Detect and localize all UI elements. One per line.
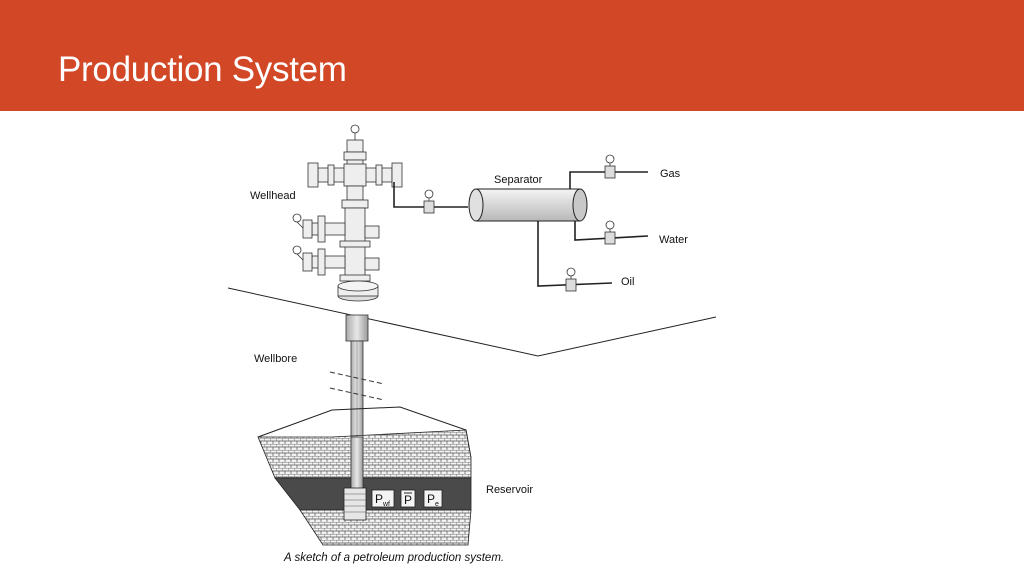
svg-text:P: P xyxy=(375,492,383,506)
oil-valve xyxy=(565,267,577,292)
label-wellbore: Wellbore xyxy=(254,353,297,365)
svg-text:P: P xyxy=(427,492,435,506)
pressure-box-pbar: P xyxy=(400,489,416,508)
label-gas: Gas xyxy=(660,168,681,180)
flowline xyxy=(393,182,468,208)
slide-title: Production System xyxy=(58,50,347,89)
label-wellhead: Wellhead xyxy=(250,190,296,202)
label-separator: Separator xyxy=(494,174,543,186)
svg-text:wf: wf xyxy=(382,501,390,508)
pressure-box-pe: P e xyxy=(423,489,443,508)
label-reservoir: Reservoir xyxy=(486,484,533,496)
title-bar xyxy=(0,0,1024,111)
outlet-lines xyxy=(537,171,649,287)
figure-caption: A sketch of a petroleum production syste… xyxy=(283,552,504,564)
flowline-valve xyxy=(423,189,435,214)
ground-surface xyxy=(227,287,717,357)
label-water: Water xyxy=(659,234,688,246)
pressure-box-pwf: P wf xyxy=(371,489,395,508)
label-oil: Oil xyxy=(621,276,634,288)
reservoir-block xyxy=(257,406,472,546)
wellbore-break-marks xyxy=(329,371,385,401)
wellhead-tree xyxy=(292,124,403,302)
svg-text:P: P xyxy=(404,493,412,507)
water-valve xyxy=(604,220,616,245)
svg-text:e: e xyxy=(435,501,439,508)
separator-vessel xyxy=(468,188,588,222)
gas-valve xyxy=(604,154,616,179)
